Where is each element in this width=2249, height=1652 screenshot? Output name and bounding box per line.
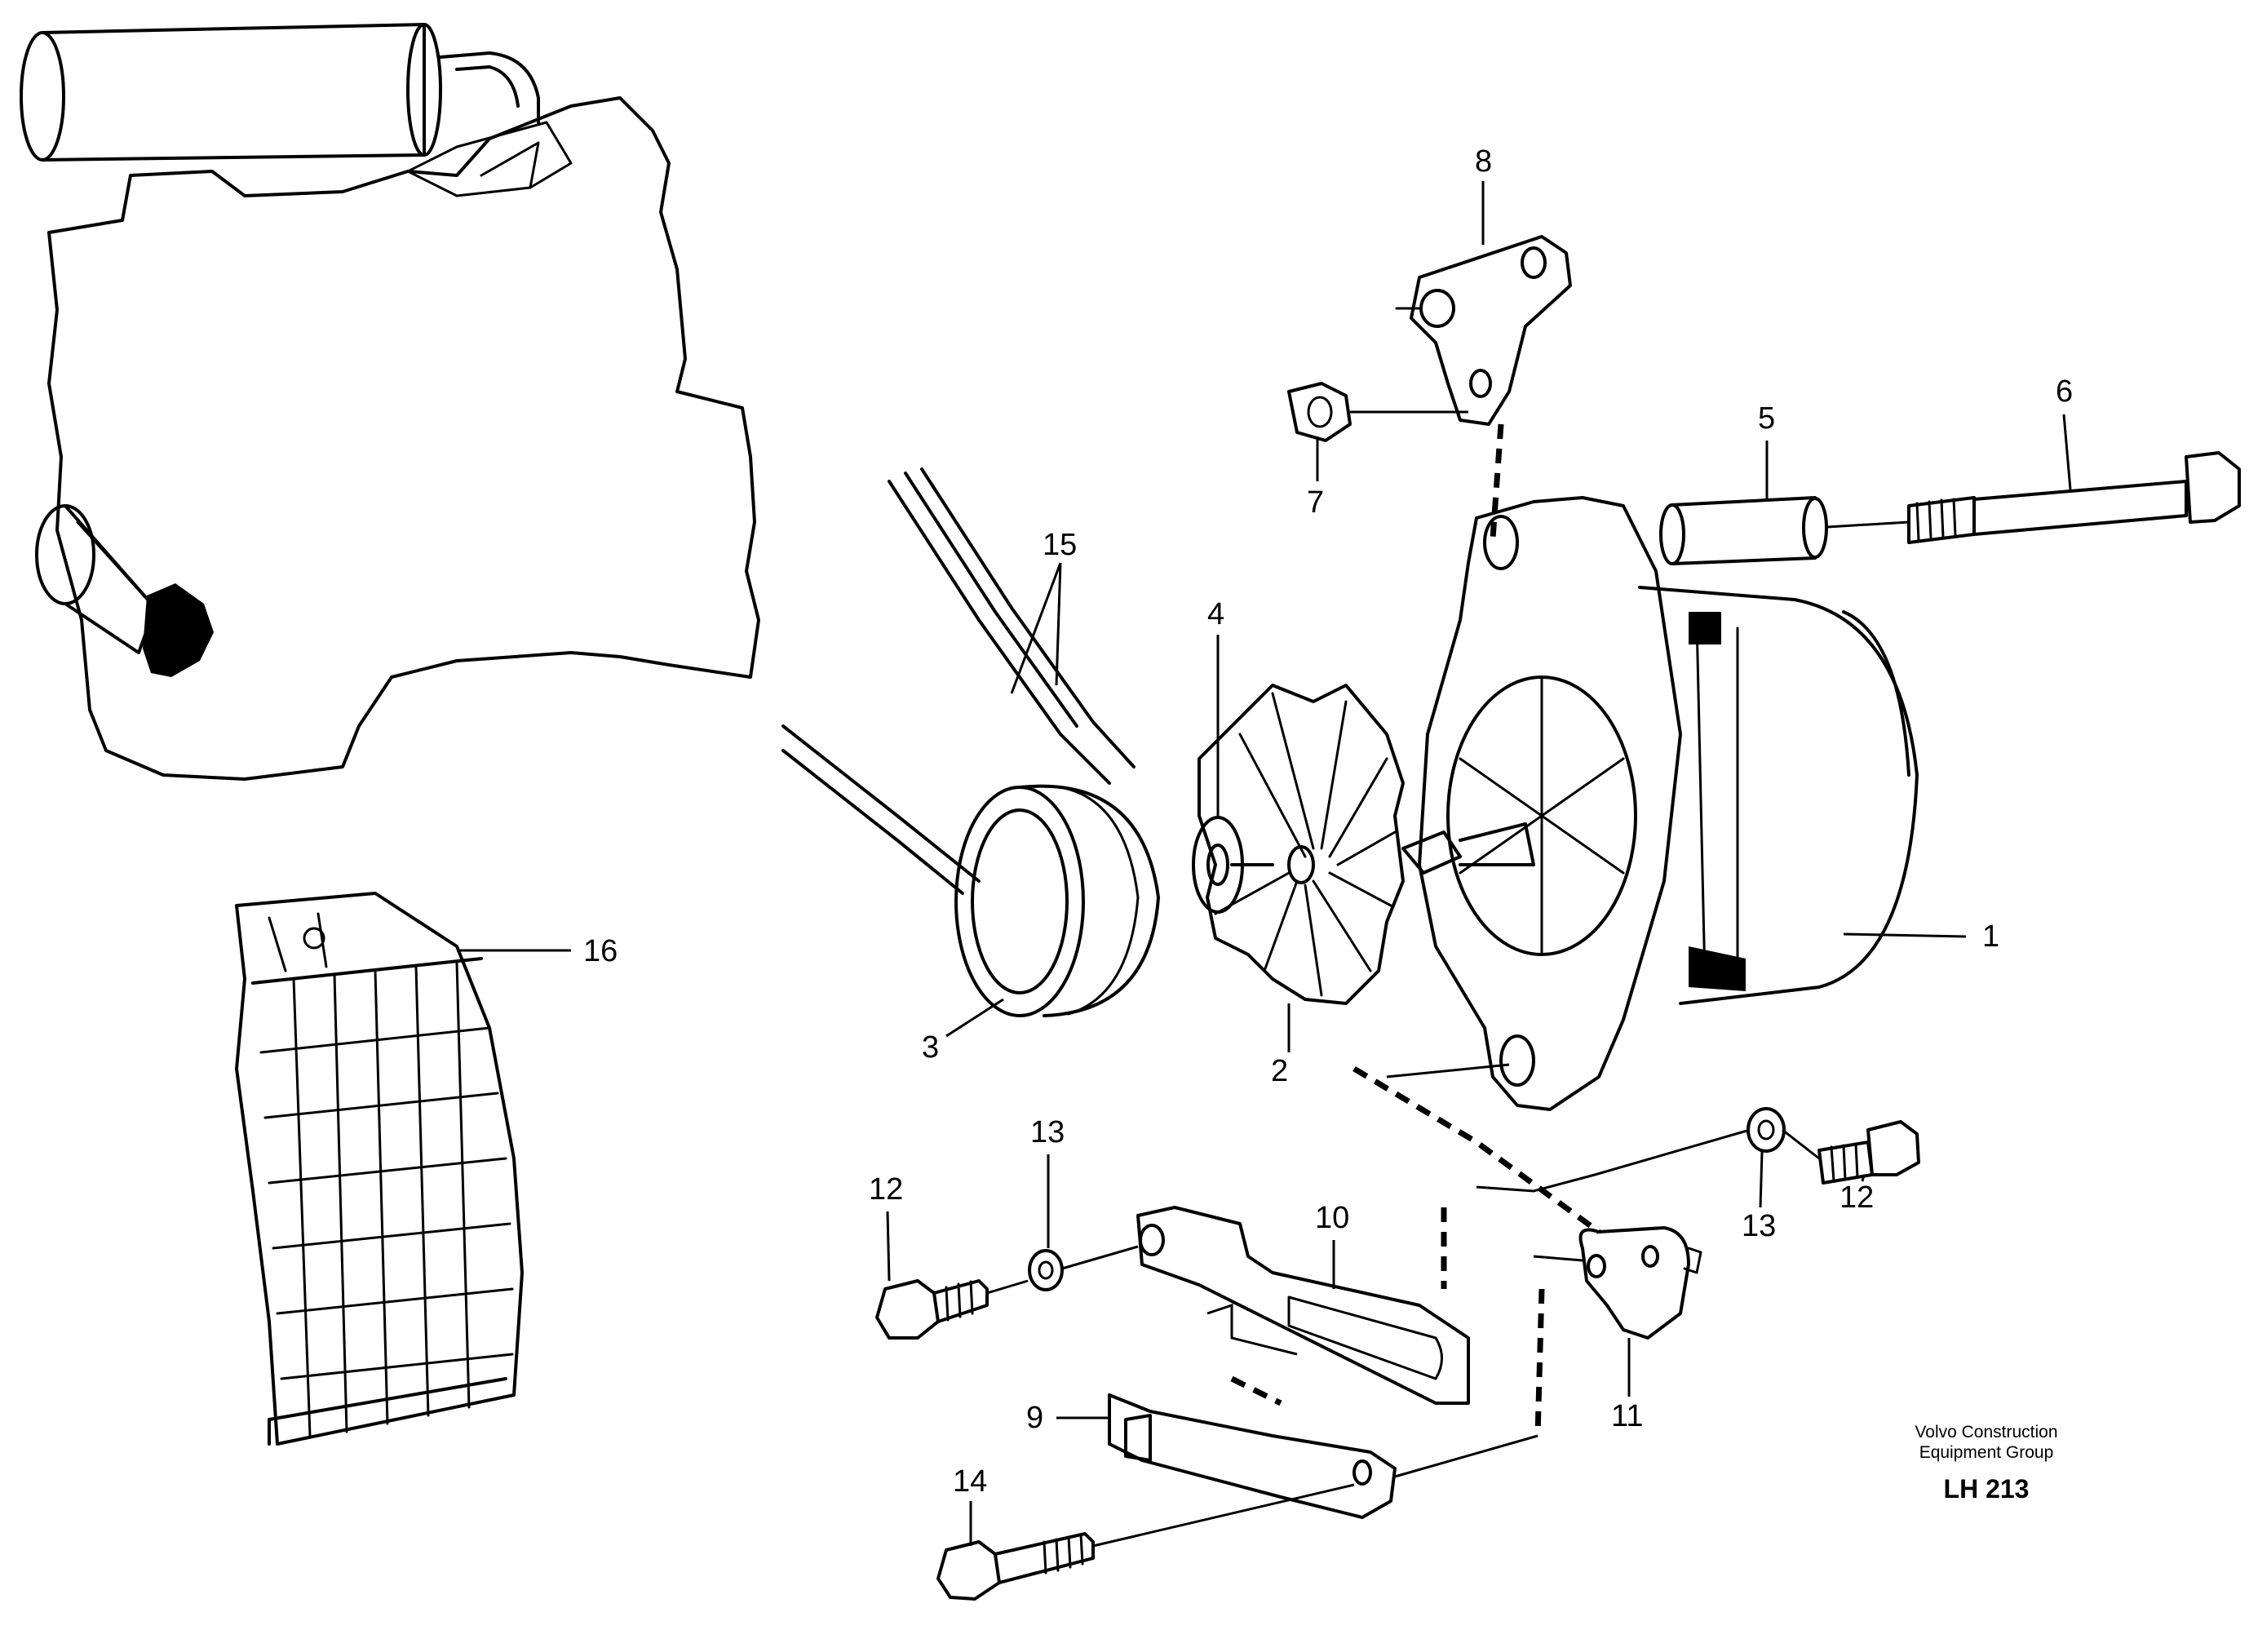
v-belts	[781, 467, 1136, 895]
callout-3: 3	[922, 1030, 939, 1065]
callout-4: 4	[1207, 597, 1224, 631]
callout-5: 5	[1758, 401, 1775, 436]
drawing-code: LH 213	[1944, 1474, 2030, 1504]
clamp	[1578, 1226, 1702, 1340]
caption-block: Volvo Construction Equipment Group LH 21…	[1915, 1423, 2057, 1504]
caption-line-2: Equipment Group	[1919, 1443, 2054, 1462]
pulley	[954, 784, 1160, 1017]
callout-8: 8	[1475, 144, 1492, 179]
callout-13a: 13	[1030, 1115, 1065, 1149]
alternator	[1401, 496, 1919, 1111]
washer-13-right	[1747, 1107, 1820, 1160]
bolt-12-left	[875, 1279, 1029, 1340]
callout-10: 10	[1315, 1201, 1349, 1235]
callout-12b: 12	[1839, 1180, 1874, 1215]
fan	[1198, 684, 1405, 1005]
callout-6: 6	[2056, 374, 2073, 409]
adjusting-arm	[1136, 1206, 1470, 1405]
engine-overview-illustration	[20, 23, 760, 781]
callout-11: 11	[1611, 1399, 1643, 1433]
nut	[1287, 382, 1468, 442]
caption-line-1: Volvo Construction	[1915, 1423, 2057, 1442]
callout-13b: 13	[1742, 1209, 1776, 1243]
support-bracket	[1108, 1393, 1397, 1519]
callout-1: 1	[1982, 919, 1999, 954]
callout-9: 9	[1026, 1401, 1043, 1435]
callout-16: 16	[583, 934, 618, 968]
callout-12a: 12	[869, 1172, 903, 1207]
callouts: 1 2 3 4 5 6 7 8 9 10 11 12 12 13 13 14 1	[457, 144, 2073, 1546]
long-bolt	[1907, 451, 2241, 544]
spacer-sleeve	[1659, 496, 1910, 565]
callout-14: 14	[953, 1464, 987, 1499]
callout-2: 2	[1271, 1054, 1288, 1088]
assembly-lines	[1092, 423, 1751, 1548]
callout-15: 15	[1043, 528, 1077, 562]
callout-7: 7	[1307, 485, 1324, 520]
bolt-12-right	[1817, 1120, 1920, 1185]
upper-bracket	[1395, 235, 1572, 426]
bolt-14	[936, 1532, 1095, 1601]
washer-13-left	[1028, 1245, 1139, 1291]
grille-cover	[235, 892, 524, 1446]
